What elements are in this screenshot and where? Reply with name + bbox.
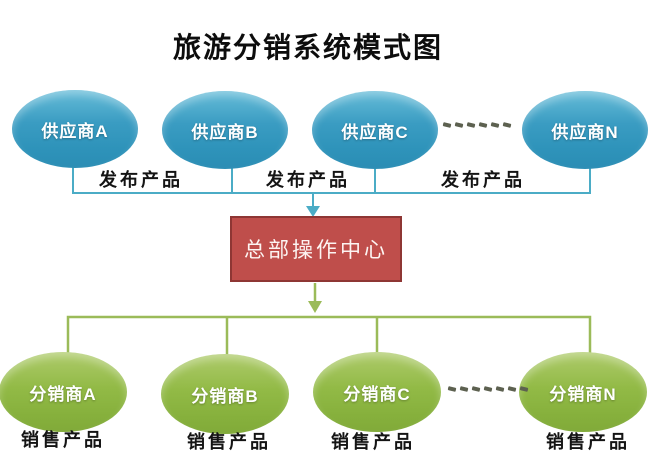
distributor-node-b-label: 分销商B — [191, 386, 259, 406]
supplier-node-n-label: 供应商N — [551, 122, 619, 142]
top-arrowhead-icon — [306, 206, 320, 217]
distributor-node-c: 分销商C — [313, 352, 441, 432]
supplier-node-c-label: 供应商C — [341, 122, 409, 142]
supplier-node-a-label: 供应商A — [41, 121, 109, 141]
publish-label-3: 发布产品 — [441, 170, 525, 190]
distributor-node-a-label: 分销商A — [29, 384, 97, 404]
distributor-node-a: 分销商A — [0, 352, 127, 432]
sell-label-1: 销售产品 — [21, 430, 105, 450]
supplier-node-c: 供应商C — [312, 91, 438, 169]
sell-label-4: 销售产品 — [546, 432, 630, 452]
publish-label-2: 发布产品 — [266, 170, 350, 190]
distributor-node-n-label: 分销商N — [549, 384, 617, 404]
bottom-bracket-connector — [66, 283, 592, 356]
distributor-node-n: 分销商N — [519, 352, 647, 432]
headquarters-node-label: 总部操作中心 — [244, 238, 388, 262]
sell-label-3: 销售产品 — [331, 432, 415, 452]
headquarters-node: 总部操作中心 — [230, 216, 402, 282]
sell-label-2: 销售产品 — [187, 432, 271, 452]
top-bracket-connector — [72, 166, 591, 208]
distributor-node-b: 分销商B — [161, 354, 289, 434]
distributor-ellipsis-dashes-icon — [447, 386, 529, 392]
distributor-node-c-label: 分销商C — [343, 384, 411, 404]
bottom-arrowhead-icon — [308, 301, 322, 313]
diagram-title: 旅游分销系统模式图 — [172, 33, 443, 64]
supplier-node-b: 供应商B — [162, 91, 288, 169]
supplier-node-n: 供应商N — [522, 91, 648, 169]
publish-label-1: 发布产品 — [99, 170, 183, 190]
supplier-node-b-label: 供应商B — [191, 122, 259, 142]
supplier-node-a: 供应商A — [12, 90, 138, 168]
supplier-ellipsis-dashes-icon — [442, 122, 512, 128]
